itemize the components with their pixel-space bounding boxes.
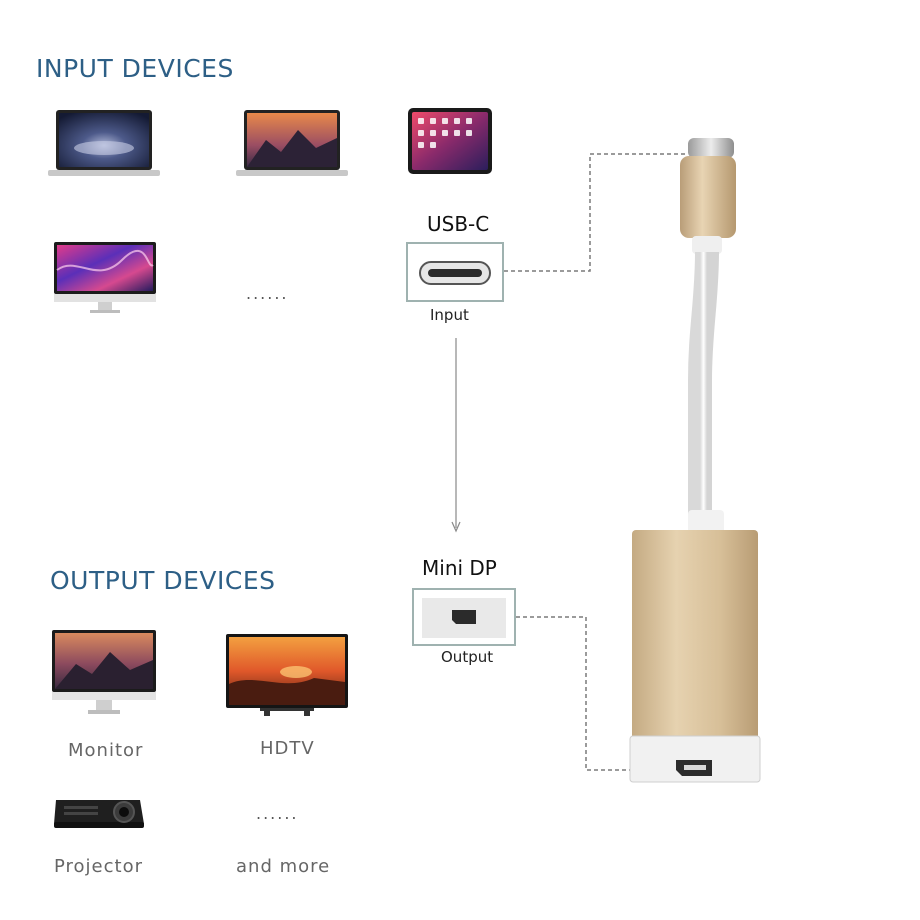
usb-c-leader-line	[504, 153, 688, 272]
mini-dp-port-icon	[422, 598, 506, 638]
hdtv-label: HDTV	[260, 738, 315, 759]
usb-c-port-caption: Input	[430, 306, 469, 324]
and-more-label: and more	[236, 856, 331, 877]
usb-c-port-illustration	[406, 242, 504, 302]
mini-dp-port-illustration	[412, 588, 516, 646]
laptop-icon	[236, 110, 348, 176]
projector-icon	[54, 800, 144, 828]
adapter-body	[629, 510, 761, 783]
tablet-icon	[408, 108, 492, 174]
projector-label: Projector	[54, 856, 143, 877]
desktop-computer-icon	[54, 242, 156, 313]
output-devices-heading: OUTPUT DEVICES	[50, 566, 276, 595]
adapter-cable	[688, 251, 719, 530]
mini-dp-port-caption: Output	[441, 648, 494, 666]
usb-c-port-icon	[419, 261, 491, 285]
mini-dp-port-title: Mini DP	[422, 556, 497, 580]
usb-c-plug	[680, 138, 736, 254]
mini-dp-leader-line	[516, 616, 640, 771]
input-devices-heading: INPUT DEVICES	[36, 54, 234, 83]
more-output-devices-ellipsis: ......	[256, 804, 299, 823]
usb-c-port-title: USB-C	[427, 212, 490, 236]
laptop-icon	[48, 110, 160, 176]
signal-direction-arrow	[451, 338, 461, 533]
monitor-label: Monitor	[68, 740, 144, 761]
tv-icon	[226, 634, 348, 716]
adapter-mini-dp-port	[676, 760, 712, 776]
more-input-devices-ellipsis: ......	[246, 284, 289, 303]
monitor-icon	[52, 630, 156, 714]
